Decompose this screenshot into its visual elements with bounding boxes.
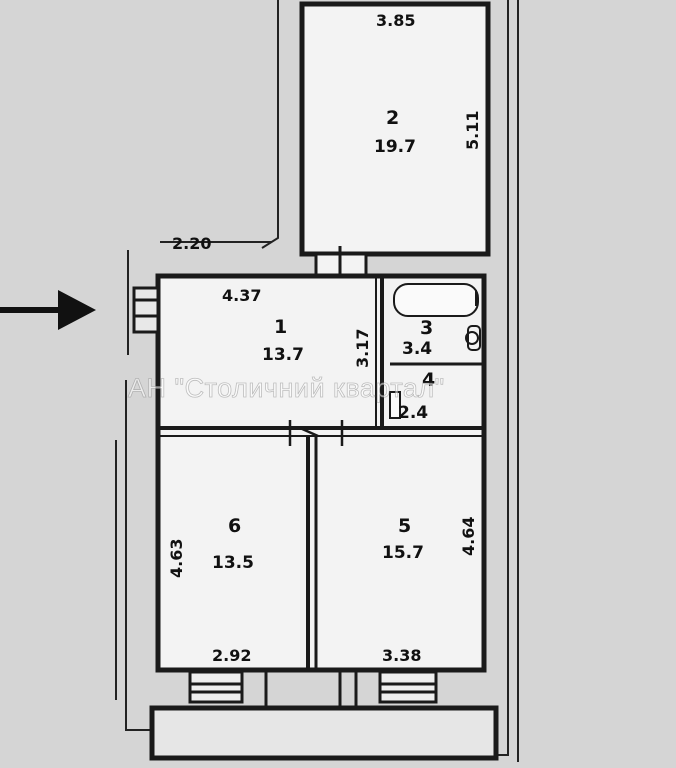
room-2 [299,1,491,257]
balcony [149,705,499,761]
partial-dimension-label: 2.20 [172,234,211,253]
door-marks [288,420,344,446]
room-6-number: 6 [228,515,241,537]
bathtub-fixture [393,283,479,317]
apartment-outline [155,273,487,673]
room-5-dim-side: 4.64 [459,517,478,556]
room-6-area: 13.5 [212,553,254,573]
room-1-number: 1 [274,316,287,338]
room-3-area: 3.4 [402,339,432,359]
interior-walls [160,278,482,668]
room-2-number: 2 [386,107,399,129]
sink-fixture [465,325,481,351]
room-1-dim-top: 4.37 [222,286,261,305]
bottom-windows [188,670,438,712]
entrance-arrow [0,290,96,330]
toilet-fixture [389,391,401,419]
watermark: АН "Столичний квартал" [128,373,445,403]
room-5-area: 15.7 [382,543,424,563]
room-1-area: 13.7 [262,345,304,365]
room-2-dim-side: 5.11 [463,111,482,150]
room-2-dim-top: 3.85 [376,11,415,30]
room-1-dim-side: 3.17 [353,329,372,368]
room-3-number: 3 [420,317,433,339]
room-5-dim-bottom: 3.38 [382,646,421,665]
room-6-dim-side: 4.63 [167,539,186,578]
room-2-area: 19.7 [374,137,416,157]
room-4-number: 4 [422,369,435,391]
entrance-wall [132,286,160,334]
room-4-area: 2.4 [398,403,428,423]
room-5-number: 5 [398,515,411,537]
room-6-dim-bottom: 2.92 [212,646,251,665]
